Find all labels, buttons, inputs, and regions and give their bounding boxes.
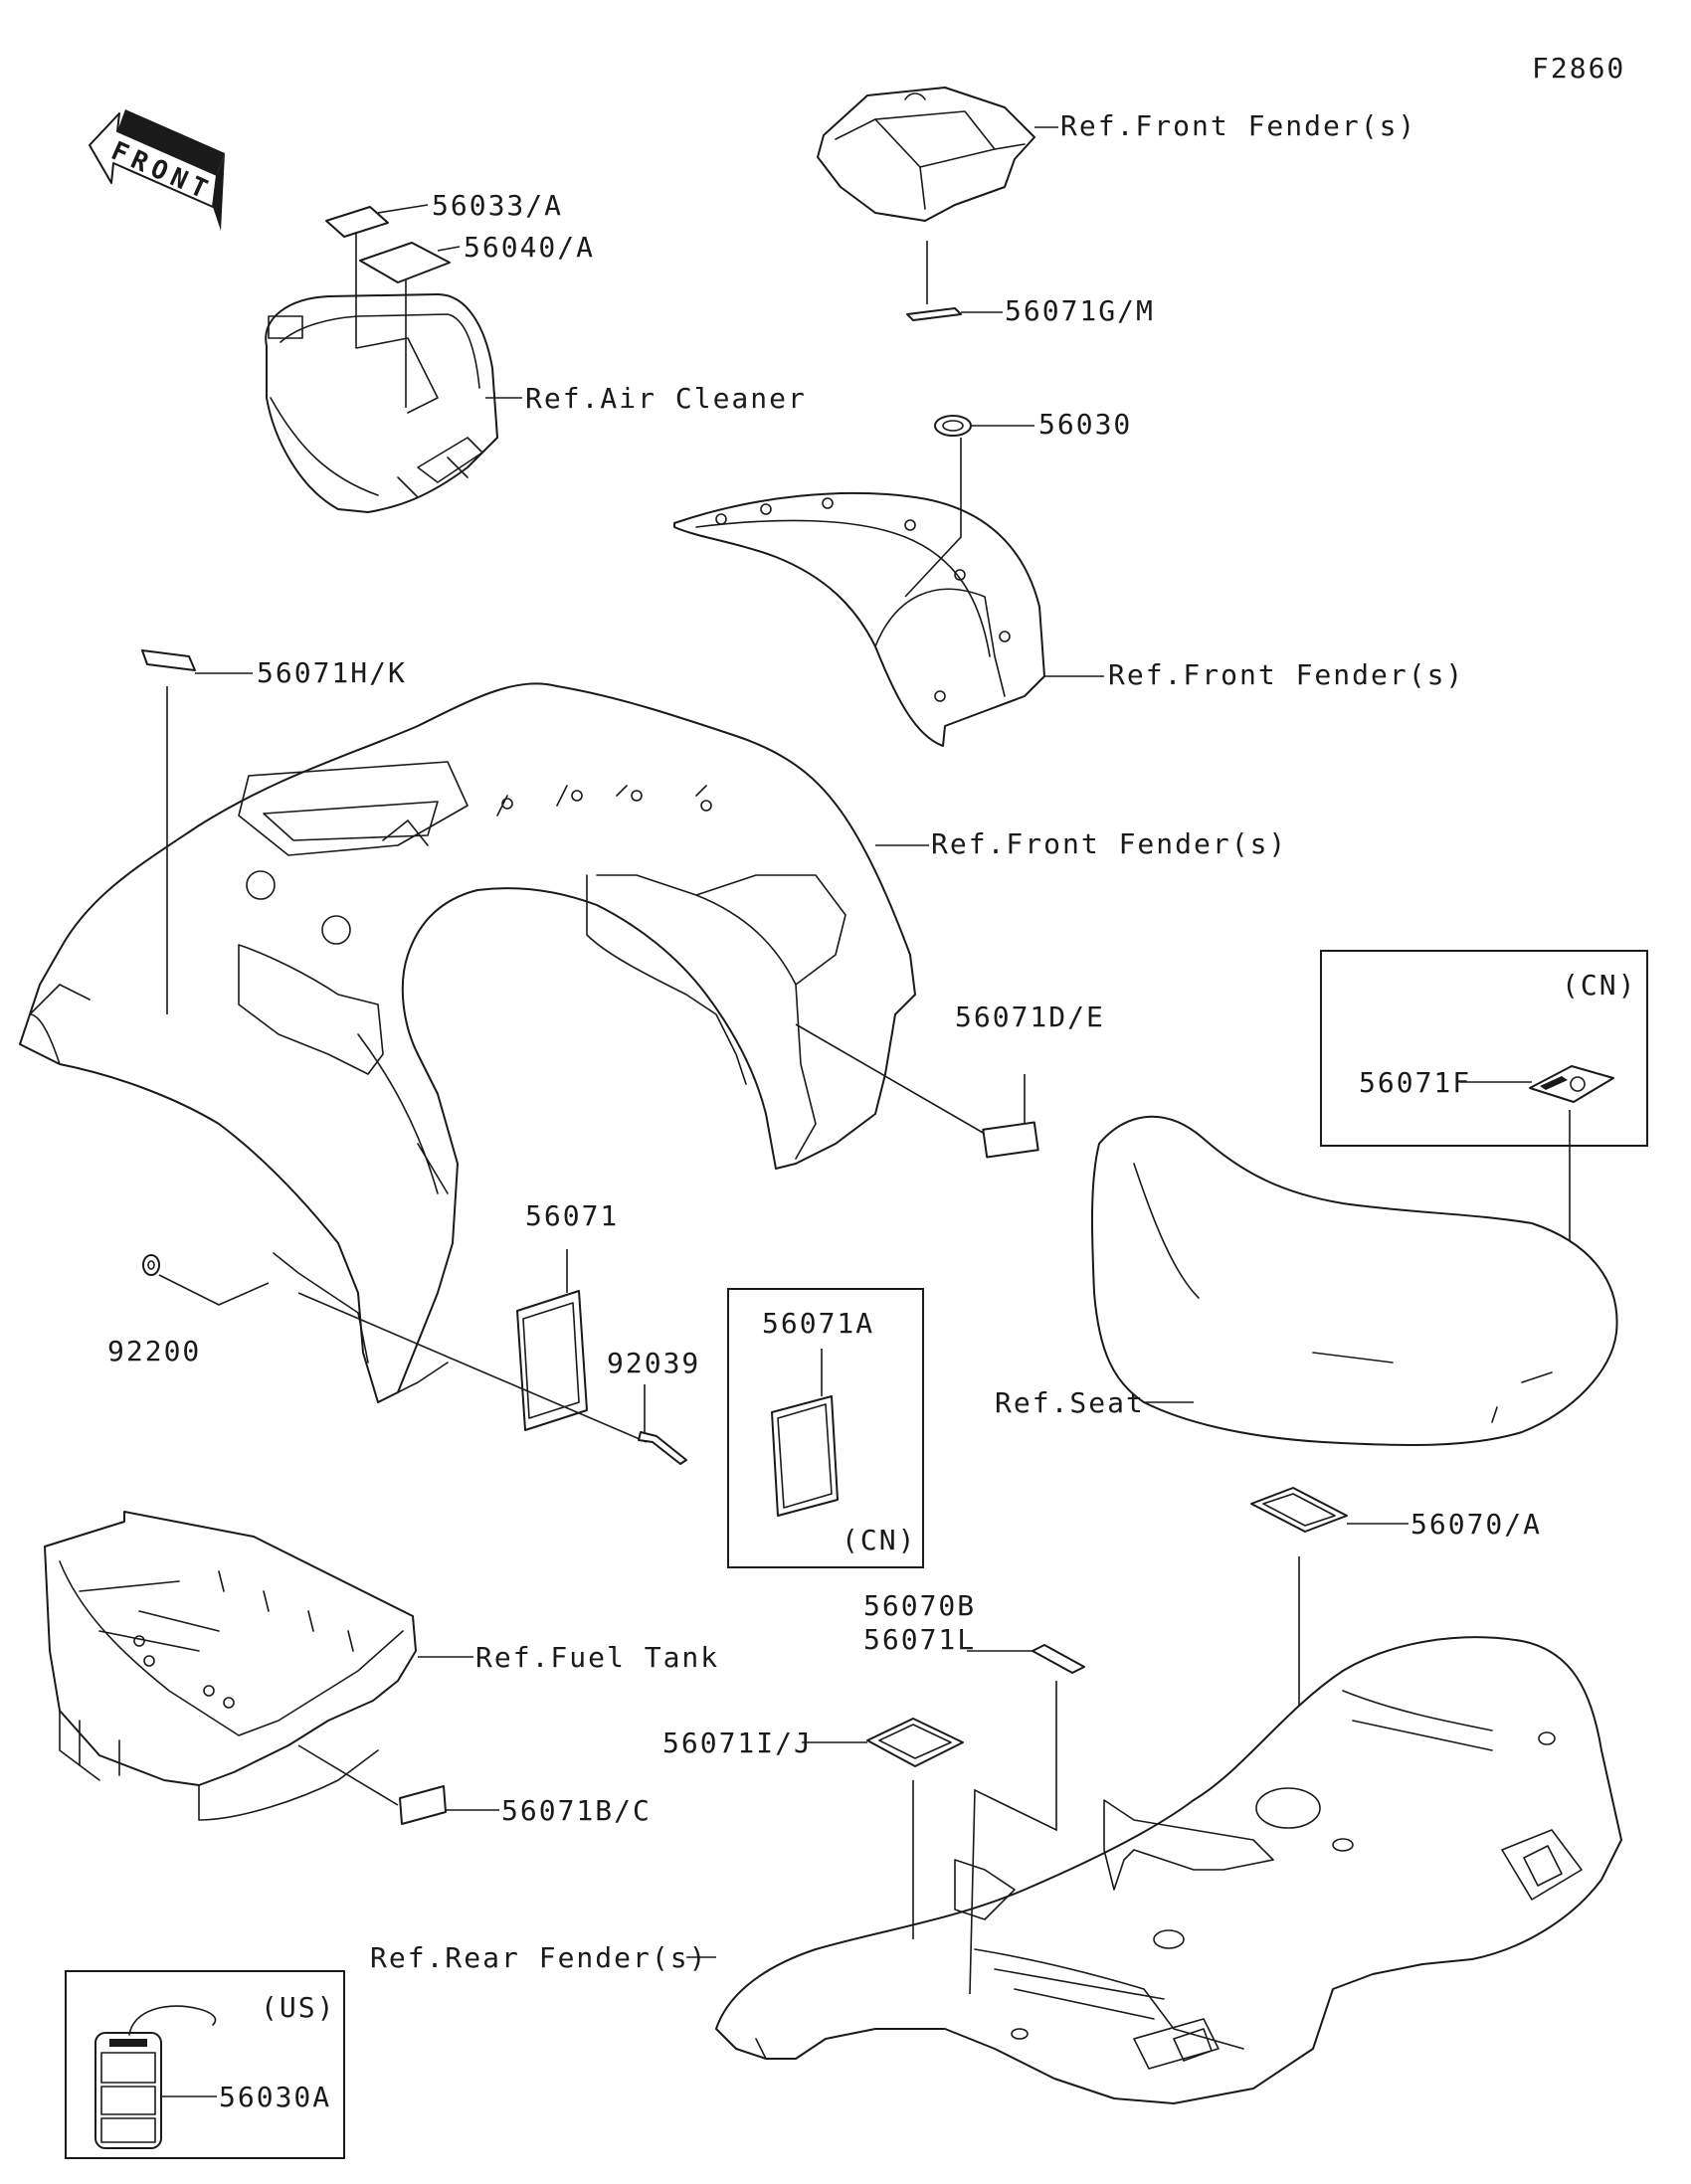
label-56070b: 56070B: [863, 1589, 976, 1622]
label-56071: 56071: [525, 1199, 619, 1232]
rear-fender: [686, 1636, 1622, 2104]
label-56040a: 56040/A: [464, 231, 595, 264]
label-56071f: 56071F: [1359, 1066, 1471, 1099]
label-ref-rear-fender: Ref.Rear Fender(s): [370, 1941, 707, 1974]
label-56071a: 56071A: [762, 1307, 874, 1340]
label-ref-front-fender-3: Ref.Front Fender(s): [931, 827, 1287, 860]
us-box-label: (US): [261, 1991, 335, 2024]
label-92039: 92039: [607, 1347, 700, 1379]
air-cleaner-cover: [265, 204, 522, 513]
decal-56070a: [1250, 1487, 1409, 1711]
cn-box-2-label: (CN): [842, 1524, 916, 1556]
label-56070a: 56070/A: [1410, 1508, 1542, 1541]
figure-code: F2860: [1532, 52, 1625, 85]
label-ref-air-cleaner: Ref.Air Cleaner: [525, 382, 807, 415]
cn-box-2: [727, 1288, 924, 1568]
seat: [1090, 1115, 1618, 1446]
label-56071hk: 56071H/K: [257, 656, 407, 689]
label-56071gm: 56071G/M: [1005, 294, 1155, 327]
cn-box-1: [1320, 950, 1648, 1147]
decal-56071: [516, 1249, 588, 1431]
label-56030: 56030: [1038, 408, 1132, 441]
decal-56071a: [771, 1349, 839, 1517]
grommet-92200: [142, 1254, 270, 1306]
decal-56071ij: [802, 1718, 964, 1939]
label-92200: 92200: [107, 1335, 201, 1367]
cn-box-1-label: (CN): [1562, 969, 1636, 1001]
decal-56070b-56071l: 56070B 56071L: [863, 1589, 1085, 1995]
label-56071l: 56071L: [863, 1623, 976, 1656]
front-fender-inner-liner: [673, 415, 1104, 747]
front-fender-top-cover: [817, 87, 1058, 321]
label-56071bc: 56071B/C: [501, 1794, 652, 1827]
label-56071de: 56071D/E: [955, 1001, 1105, 1033]
front-fender-main: [19, 649, 929, 1403]
tag-56030a-icon: [94, 2005, 217, 2149]
decal-56071de: [795, 1023, 1039, 1159]
label-ref-front-fender-2: Ref.Front Fender(s): [1108, 658, 1464, 691]
label-ref-fuel-tank: Ref.Fuel Tank: [475, 1641, 719, 1674]
fuel-tank: [44, 1511, 499, 1825]
label-56071ij: 56071I/J: [662, 1727, 813, 1759]
front-arrow-icon: FRONT: [89, 109, 225, 231]
label-ref-front-fender-1: Ref.Front Fender(s): [1060, 109, 1416, 142]
label-ref-seat: Ref.Seat: [995, 1386, 1145, 1419]
clip-92039: [297, 1292, 687, 1465]
label-56030a: 56030A: [219, 2081, 331, 2113]
us-box: [65, 1970, 345, 2159]
label-56033a: 56033/A: [432, 189, 563, 222]
